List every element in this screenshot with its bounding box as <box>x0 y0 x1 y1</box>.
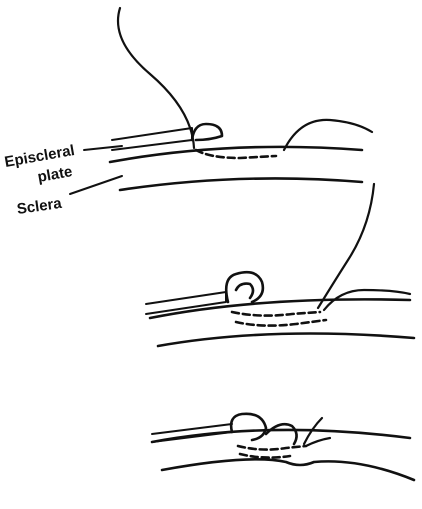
suture-thread-in-1 <box>118 8 194 148</box>
suture-knot-2 <box>226 272 263 302</box>
suture-knot-1 <box>192 124 222 140</box>
buried-suture-2b <box>236 320 326 326</box>
buried-suture-3a <box>238 446 306 450</box>
leader-sclera <box>70 176 122 194</box>
suture-knot-3b <box>266 424 297 444</box>
sclera-outer-surface-3 <box>152 430 410 442</box>
panel-3 <box>152 414 414 480</box>
suture-thread-out-1 <box>284 120 372 150</box>
sclera-outer-surface-1 <box>110 147 362 162</box>
suture-knot-3a <box>231 414 266 440</box>
buried-suture-2a <box>232 312 320 316</box>
panel-1 <box>70 8 372 194</box>
panel-2 <box>146 184 414 346</box>
episcleral-plate-1 <box>112 128 192 150</box>
sclera-inner-surface-3 <box>162 459 414 480</box>
sclera-inner-surface-1 <box>120 178 362 190</box>
sclera-inner-surface-2 <box>158 334 414 347</box>
buried-suture-3b <box>240 454 290 458</box>
buried-suture-1 <box>196 150 276 158</box>
